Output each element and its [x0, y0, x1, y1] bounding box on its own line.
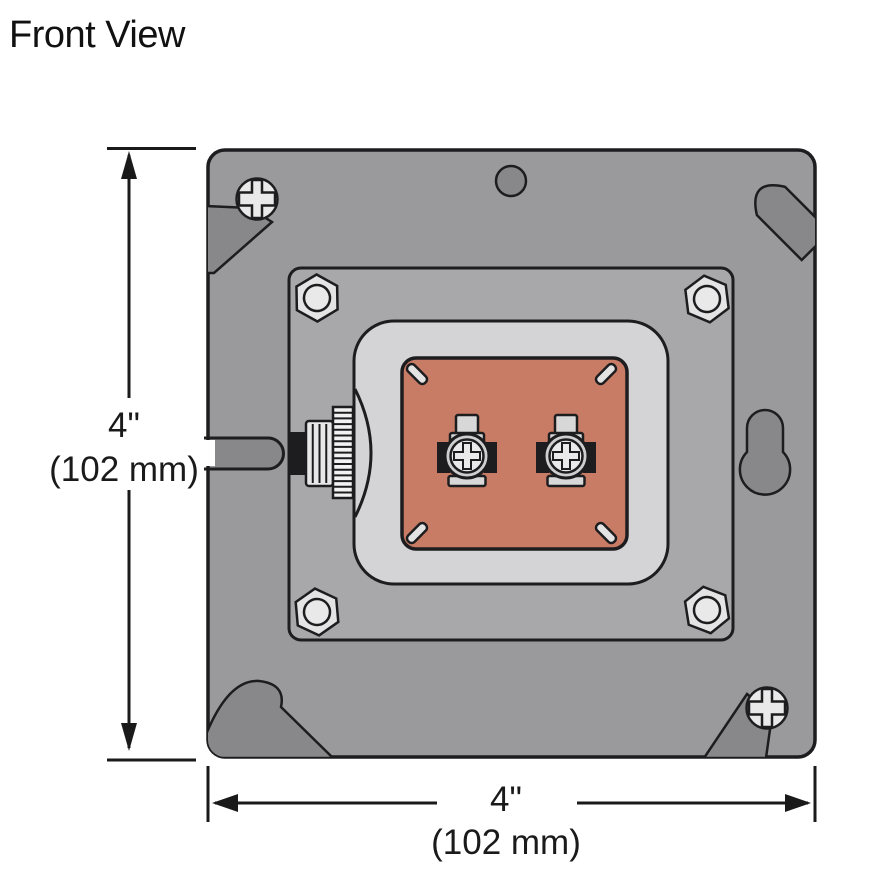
width-dimension: 4" (102 mm) [206, 766, 817, 862]
width-extension-lines [206, 766, 817, 822]
view-title: Front View [9, 14, 185, 56]
connector-dome-contour [353, 388, 373, 518]
width-value: 4" [490, 780, 522, 819]
recess-top-right [754, 184, 815, 262]
height-value: 4" [108, 406, 140, 445]
height-metric: (102 mm) [49, 450, 199, 489]
arrow-left [212, 794, 238, 812]
height-extension-lines [107, 147, 196, 762]
arrow-right [785, 794, 811, 812]
connector-base [289, 432, 306, 475]
arrow-down [121, 723, 137, 751]
connector-threads [304, 419, 335, 488]
width-metric: (102 mm) [431, 823, 581, 862]
cable-connector [289, 405, 355, 500]
knurl-ring [331, 405, 355, 500]
slot-recess [215, 436, 285, 471]
height-dimension: 4" (102 mm) [49, 147, 199, 762]
keyhole-slot [738, 408, 792, 496]
corner-screw-top-left [235, 177, 279, 221]
slot-edge-opening [201, 440, 215, 466]
slot-edge-lips [204, 436, 215, 471]
arrow-up [121, 151, 137, 179]
terminal-plate [400, 356, 629, 551]
top-hole [494, 164, 528, 198]
corner-screw-bottom-right [745, 686, 789, 730]
recess-bottom-left [208, 679, 337, 757]
left-edge-slot [201, 436, 285, 471]
